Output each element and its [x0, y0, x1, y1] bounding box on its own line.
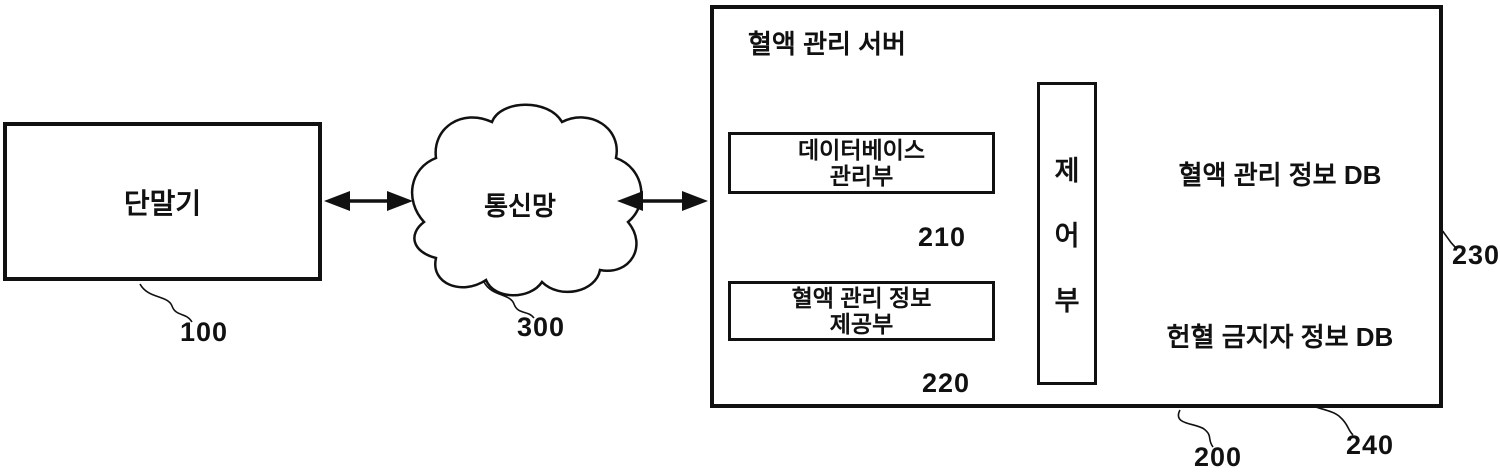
- info-provider-label-line2: 제공부: [829, 311, 894, 337]
- server-title: 혈액 관리 서버: [748, 29, 906, 59]
- info-provider-label-line1: 혈액 관리 정보: [791, 284, 932, 311]
- ref-240: 240: [1346, 430, 1395, 460]
- db1-label: 혈액 관리 정보 DB: [1178, 160, 1382, 190]
- controller-box: 제 어 부: [1037, 82, 1097, 385]
- ref-210: 210: [918, 222, 967, 252]
- arrow-terminal-network: [324, 191, 413, 211]
- db-manager-label-line2: 관리부: [829, 163, 894, 189]
- terminal-box: 단말기: [3, 122, 322, 281]
- db-manager-label-line1: 데이터베이스: [798, 136, 925, 163]
- ref-200: 200: [1194, 442, 1243, 472]
- ref-100: 100: [180, 317, 229, 347]
- ref-220: 220: [922, 368, 971, 398]
- network-label: 통신망: [484, 191, 556, 221]
- controller-char-1: 제: [1054, 156, 1080, 186]
- leader-200: [1177, 409, 1214, 448]
- arrow-network-server: [617, 191, 708, 211]
- ref-230: 230: [1452, 240, 1500, 270]
- terminal-label: 단말기: [123, 187, 202, 219]
- info-provider-box: 혈액 관리 정보 제공부: [728, 281, 995, 341]
- cloud-shape: [410, 103, 643, 297]
- leader-300: [483, 281, 535, 319]
- controller-char-3: 부: [1054, 286, 1080, 316]
- leader-100: [139, 283, 193, 323]
- db-manager-box: 데이터베이스 관리부: [728, 132, 995, 194]
- ref-300: 300: [517, 312, 566, 342]
- controller-char-2: 어: [1054, 221, 1080, 251]
- db2-label: 헌혈 금지자 정보 DB: [1166, 322, 1394, 352]
